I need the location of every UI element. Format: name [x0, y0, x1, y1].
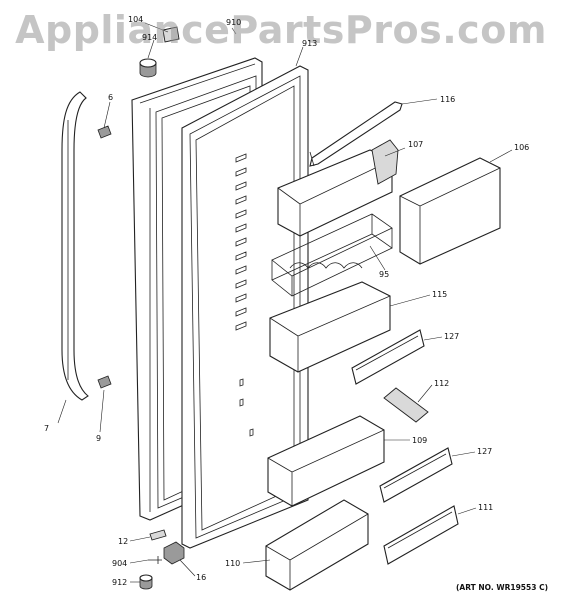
bin-front-127-upper [351, 329, 425, 385]
bin-front-111 [383, 505, 459, 565]
bin-front-127-lower [379, 447, 453, 503]
callout-7: 7 [44, 424, 50, 433]
callout-116: 116 [440, 95, 456, 104]
callout-106: 106 [514, 143, 530, 152]
callout-16: 16 [196, 573, 207, 582]
callout-127-upper: 127 [444, 332, 460, 341]
callout-914: 914 [142, 33, 158, 42]
callout-104: 104 [128, 15, 144, 24]
callout-910: 910 [226, 18, 242, 27]
hinge-small-parts [139, 529, 185, 590]
leader-lines [57, 22, 513, 583]
liner-ribs [235, 153, 254, 437]
callout-110: 110 [225, 559, 241, 568]
callout-109: 109 [412, 436, 428, 445]
bin-rail [309, 101, 403, 167]
callout-9: 9 [96, 434, 102, 443]
cover-112 [383, 387, 429, 423]
callout-112: 112 [434, 379, 450, 388]
callout-12: 12 [118, 537, 129, 546]
deli-bin [399, 157, 501, 265]
door-bin-109 [267, 415, 385, 507]
hinge-cap [139, 26, 180, 78]
wire-rack [271, 213, 393, 297]
dairy-bin [277, 139, 399, 237]
door-handle [61, 91, 89, 401]
callout-115: 115 [432, 290, 448, 299]
callout-6: 6 [108, 93, 114, 102]
callout-127-lower: 127 [477, 447, 493, 456]
door-bin-110 [265, 499, 369, 591]
handle-screws [97, 125, 112, 389]
callout-904: 904 [112, 559, 128, 568]
art-number: (ART NO. WR19553 C) [455, 583, 548, 592]
callout-95: 95 [379, 270, 390, 279]
callout-913: 913 [302, 39, 318, 48]
callout-912: 912 [112, 578, 128, 587]
callout-107: 107 [408, 140, 424, 149]
door-bin-115 [269, 281, 391, 373]
callout-111: 111 [478, 503, 494, 512]
